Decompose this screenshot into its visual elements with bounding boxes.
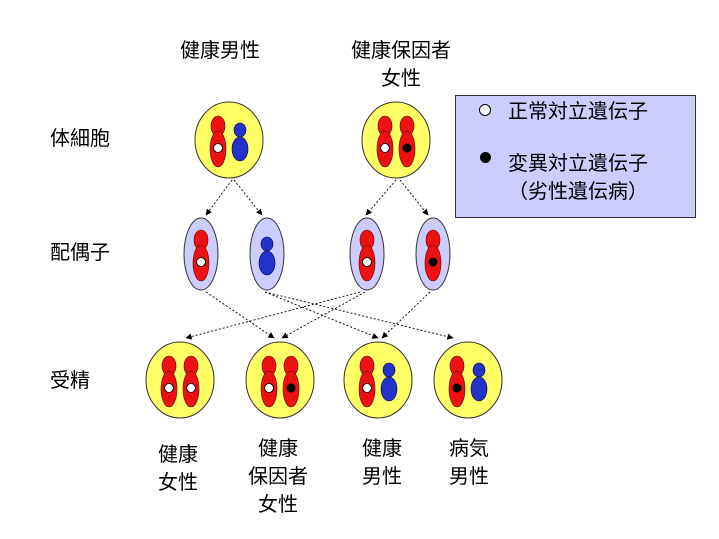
inheritance-arrow-6 (185, 291, 361, 340)
mutant-allele-legend-icon (480, 152, 491, 163)
cell-layer (145, 101, 503, 419)
chromosome-1 (358, 355, 376, 408)
chromosome-2 (398, 115, 416, 168)
inheritance-arrow-10 (381, 291, 431, 339)
legend-mutant-label: 変異対立遺伝子 (508, 151, 648, 175)
inheritance-arrow-8 (264, 291, 454, 340)
gamete-chromosome (192, 229, 210, 282)
mutant-allele-dot (428, 257, 438, 267)
row-label-somatic: 体細胞 (50, 126, 110, 150)
header-carrier-female: 健康保因者 女性 (338, 36, 464, 92)
gamete-female-x-mutant (415, 217, 451, 291)
legend-normal-label: 正常対立遺伝子 (508, 99, 648, 123)
gamete-chromosome (258, 236, 276, 276)
gamete-male-y (249, 217, 285, 291)
cell-membrane (433, 341, 503, 419)
offspring-1-line1: 健康 (158, 442, 198, 466)
normal-allele-dot (164, 383, 174, 393)
y-chromosome-lower-arm (470, 376, 488, 402)
offspring-label-2: 健康 保因者 女性 (238, 434, 318, 518)
mutant-allele-dot (452, 383, 462, 393)
offspring-cell-2 (245, 341, 315, 419)
gamete-male-x (183, 217, 219, 291)
somatic-cell-female (361, 101, 431, 179)
y-chromosome-upper-arm (260, 236, 274, 252)
offspring-label-3: 健康 男性 (352, 434, 412, 490)
cell-membrane (361, 101, 431, 179)
mutant-allele-dot (286, 383, 296, 393)
chromosome-2 (282, 355, 300, 408)
cell-membrane (343, 341, 413, 419)
offspring-3-line2: 男性 (362, 464, 402, 488)
inheritance-arrow-2 (233, 179, 263, 216)
offspring-4-line1: 病気 (449, 436, 489, 460)
offspring-cell-3 (343, 341, 413, 419)
legend-mutant-note: （劣性遺伝病） (508, 179, 648, 203)
row-label-gamete: 配偶子 (50, 240, 110, 264)
inheritance-arrow-5 (205, 291, 275, 339)
offspring-label-1: 健康 女性 (148, 440, 208, 496)
offspring-cell-4 (433, 341, 503, 419)
somatic-cell-male (194, 101, 264, 179)
cell-membrane (194, 101, 264, 179)
y-chromosome-upper-arm (233, 122, 247, 138)
chromosome-2 (231, 122, 249, 162)
gamete-female-x-normal (349, 217, 385, 291)
header-carrier-female-line2: 女性 (381, 66, 421, 90)
inheritance-arrow-3 (365, 179, 397, 216)
inheritance-arrow-9 (281, 291, 366, 339)
mutant-allele-dot (402, 143, 412, 153)
chromosome-1 (376, 115, 394, 168)
chromosome-2 (470, 362, 488, 402)
chromosome-1 (209, 115, 227, 168)
normal-allele-dot (380, 143, 390, 153)
offspring-2-line1: 健康 (258, 436, 298, 460)
chromosome-1 (448, 355, 466, 408)
offspring-cell-1 (145, 341, 215, 419)
chromosome-2 (182, 355, 200, 408)
header-carrier-female-line1: 健康保因者 (351, 38, 451, 62)
normal-allele-legend-icon (479, 104, 491, 116)
arrow-layer (185, 179, 454, 340)
normal-allele-dot (186, 383, 196, 393)
legend-box: 正常対立遺伝子 変異対立遺伝子 （劣性遺伝病） (455, 95, 696, 218)
y-chromosome-lower-arm (258, 250, 276, 276)
inheritance-arrow-7 (264, 291, 379, 339)
chromosome-2 (380, 362, 398, 402)
chromosome-1 (260, 355, 278, 408)
y-chromosome-lower-arm (231, 136, 249, 162)
y-chromosome-lower-arm (380, 376, 398, 402)
offspring-1-line2: 女性 (158, 470, 198, 494)
gamete-chromosome (424, 229, 442, 282)
normal-allele-dot (362, 383, 372, 393)
y-chromosome-upper-arm (382, 362, 396, 378)
chromosome-1 (160, 355, 178, 408)
normal-allele-dot (196, 257, 206, 267)
gamete-chromosome (358, 229, 376, 282)
offspring-2-line2: 保因者 (248, 464, 308, 488)
inheritance-arrow-4 (399, 179, 429, 216)
offspring-2-line3: 女性 (258, 492, 298, 516)
offspring-label-4: 病気 男性 (439, 434, 499, 490)
header-healthy-male: 健康男性 (180, 38, 260, 62)
offspring-3-line1: 健康 (362, 436, 402, 460)
cell-membrane (145, 341, 215, 419)
offspring-4-line2: 男性 (449, 464, 489, 488)
normal-allele-dot (362, 257, 372, 267)
cell-membrane (245, 341, 315, 419)
normal-allele-dot (264, 383, 274, 393)
normal-allele-dot (213, 143, 223, 153)
inheritance-arrow-1 (205, 179, 233, 216)
y-chromosome-upper-arm (472, 362, 486, 378)
row-label-fertilization: 受精 (50, 368, 90, 392)
